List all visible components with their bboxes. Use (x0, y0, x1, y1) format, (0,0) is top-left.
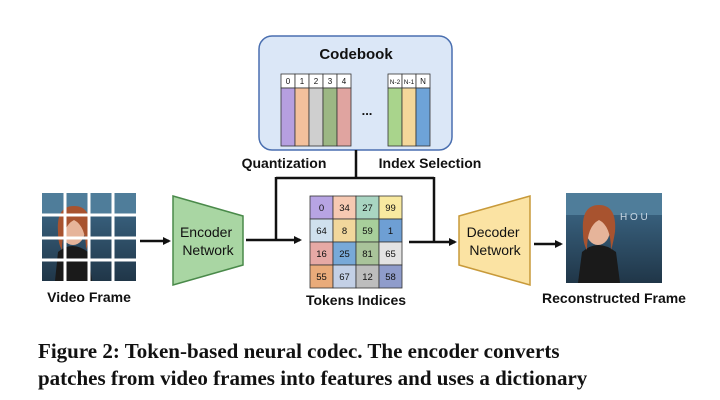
codebook-entry-index-label: N (420, 77, 426, 86)
reconstructed-frame-image: H O U (566, 193, 662, 283)
codebook-entry-index-label: 4 (342, 77, 347, 86)
codebook-entry-vector-bar (322, 87, 338, 147)
encoder-label: Encoder Network (180, 224, 236, 258)
token-index-value: 8 (342, 226, 347, 237)
codebook-entry-vector-bar (415, 87, 431, 147)
token-grid: 0 34 27 99 64 8 59 1 16 25 81 65 55 67 12 58 (309, 195, 403, 289)
codebook-entry-index-label: N-1 (404, 79, 415, 86)
token-index-value: 0 (319, 203, 324, 214)
tokens-indices-label: Tokens Indices (306, 292, 406, 308)
token-index-value: 67 (339, 272, 350, 283)
caption-line-2: patches from video frames into features … (38, 366, 588, 390)
token-index-value: 55 (316, 272, 327, 283)
reconstructed-frame-label: Reconstructed Frame (542, 290, 686, 306)
decoder-network (458, 195, 531, 286)
quantization-label: Quantization (242, 155, 327, 171)
codebook-entry-index-label: N-2 (390, 79, 401, 86)
token-index-value: 34 (339, 203, 350, 214)
encoder-network (172, 195, 244, 286)
token-index-value: 58 (385, 272, 396, 283)
token-index-value: 16 (316, 249, 327, 260)
codebook-entry-vector-bar (401, 87, 417, 147)
codebook-entry-vector-bar (294, 87, 310, 147)
codebook-entry-index-label: 1 (300, 77, 305, 86)
token-index-value: 99 (385, 203, 396, 214)
codebook-entry-index-label: 2 (314, 77, 319, 86)
token-cell (378, 264, 403, 289)
token-index-value: 59 (362, 226, 373, 237)
codebook-title: Codebook (319, 46, 393, 63)
caption-line-1: Figure 2: Token-based neural codec. The … (38, 339, 560, 363)
codebook-ellipsis: ... (362, 103, 373, 118)
codebook-entry-vector-bar (387, 87, 403, 147)
codebook-entry-index-label: 0 (286, 77, 291, 86)
backdrop-lettering: H O U (620, 212, 648, 223)
figure-caption: Figure 2: Token-based neural codec. The … (38, 338, 698, 392)
token-index-value: 27 (362, 203, 373, 214)
token-index-value: 81 (362, 249, 373, 260)
decoder-label: Decoder Network (467, 224, 524, 258)
token-index-value: 25 (339, 249, 350, 260)
codebook-entry-index-label: 3 (328, 77, 333, 86)
token-index-value: 12 (362, 272, 373, 283)
token-index-value: 1 (388, 226, 393, 237)
video-frame-label: Video Frame (47, 289, 131, 305)
codebook-entry-vector-bar (336, 87, 352, 147)
index-selection-label: Index Selection (379, 155, 482, 171)
codebook-entry-vector-bar (280, 87, 296, 147)
codebook-entry-vector-bar (308, 87, 324, 147)
video-frame-image (42, 193, 136, 281)
token-index-value: 65 (385, 249, 396, 260)
token-index-value: 64 (316, 226, 327, 237)
